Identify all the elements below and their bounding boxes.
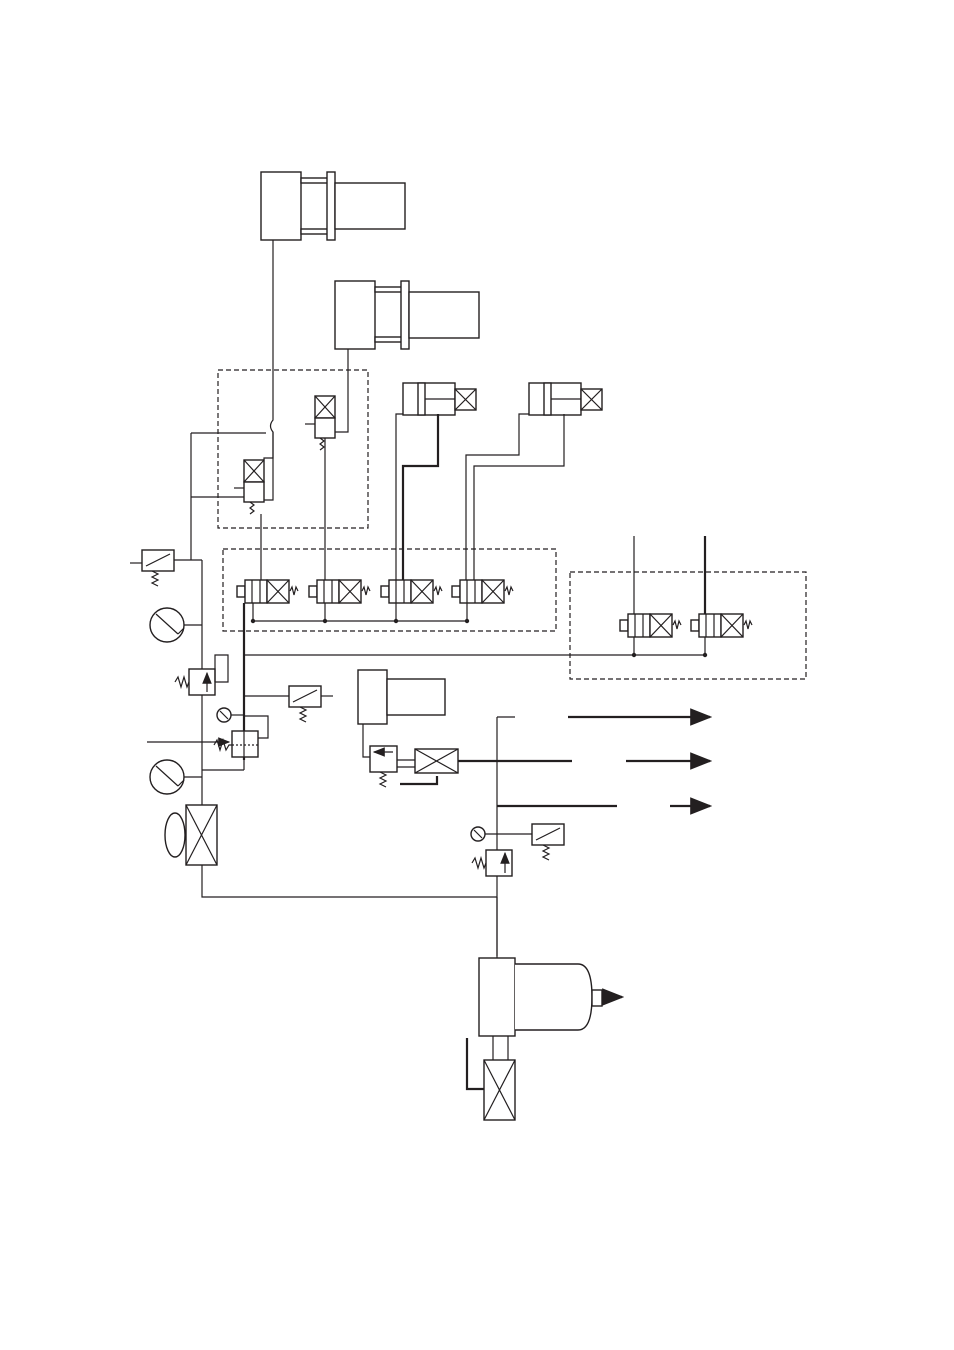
pressure-gauge-lower: [150, 760, 202, 794]
valve-group-1: [218, 370, 368, 528]
directional-valve-3: [381, 580, 442, 603]
pressure-gauge-upper: [150, 608, 202, 642]
pressure-switch-right: [471, 824, 564, 860]
suction-filter: [484, 1060, 515, 1120]
valve-group-3: [570, 572, 806, 679]
line-cyl1: [264, 240, 273, 460]
cylinder-large-top: [261, 172, 405, 240]
directional-valve-2: [309, 580, 370, 603]
directional-valve-1: [237, 580, 298, 603]
directional-valve-5: [620, 614, 681, 637]
pressure-switch-left: [130, 550, 174, 586]
accumulator: [358, 670, 445, 724]
solenoid-valve-upper: [305, 396, 335, 450]
filter-middle: [415, 749, 458, 773]
line-cyl2: [335, 349, 348, 432]
check-valve-middle: [370, 746, 397, 787]
cylinder-small-b: [529, 383, 602, 415]
directional-valve-6: [691, 614, 752, 637]
filter-left: [165, 805, 217, 865]
cylinder-large-second: [335, 281, 479, 349]
directional-valve-4: [452, 580, 513, 603]
solenoid-valve-lower: [234, 460, 264, 514]
pump-motor: [479, 958, 622, 1036]
relief-valve-right: [472, 850, 512, 876]
cylinder-small-a: [403, 383, 476, 415]
